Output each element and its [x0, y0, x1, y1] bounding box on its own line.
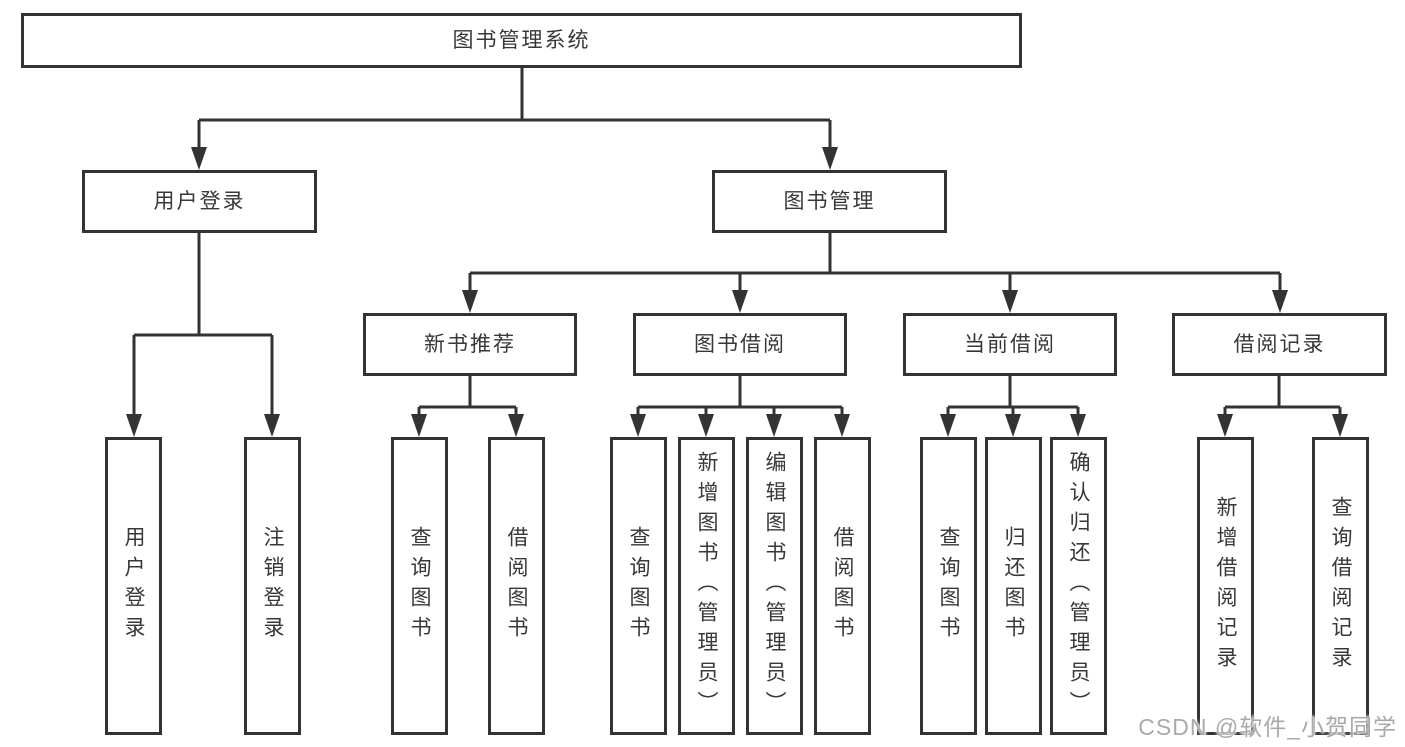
arrowheads	[126, 147, 1348, 437]
node-label: 编辑图书（管理员）	[763, 451, 786, 721]
arrowhead	[508, 414, 524, 437]
arrowhead	[940, 414, 956, 437]
node-label: 确认归还（管理员）	[1067, 451, 1090, 721]
node-label: 归还图书	[1002, 526, 1025, 646]
node-label: 查询图书	[937, 526, 960, 646]
node-library-management-system: 图书管理系统	[21, 13, 1022, 68]
arrowhead	[766, 414, 782, 437]
arrowhead	[630, 414, 646, 437]
node-label: 图书借阅	[694, 333, 786, 356]
node-user-login: 用户登录	[82, 170, 317, 233]
node-label: 注销登录	[261, 526, 284, 646]
node-label: 查询图书	[408, 526, 431, 646]
arrowhead	[1070, 414, 1086, 437]
connector-new-book-branch	[417, 376, 518, 420]
leaf-add-book-admin: 新增图书（管理员）	[678, 437, 735, 735]
node-borrow-records: 借阅记录	[1172, 313, 1387, 376]
arrowhead	[1005, 414, 1021, 437]
leaf-query-books-borrow: 查询图书	[610, 437, 667, 735]
node-label: 用户登录	[153, 190, 246, 213]
leaf-add-borrow-record: 新增借阅记录	[1197, 437, 1254, 735]
node-label: 借阅图书	[831, 526, 854, 646]
node-label: 借阅记录	[1233, 333, 1326, 356]
arrowhead	[462, 290, 478, 313]
arrowhead	[1217, 414, 1233, 437]
node-label: 图书管理	[783, 190, 876, 213]
leaf-confirm-return-admin: 确认归还（管理员）	[1050, 437, 1107, 735]
node-label: 查询借阅记录	[1329, 496, 1352, 676]
leaf-query-books-current: 查询图书	[920, 437, 977, 735]
node-label: 新书推荐	[424, 333, 516, 356]
leaf-borrow-books-recommend: 借阅图书	[488, 437, 545, 735]
node-label: 借阅图书	[505, 526, 528, 646]
arrowhead	[1332, 414, 1348, 437]
node-current-borrow: 当前借阅	[903, 313, 1117, 376]
arrowhead	[1272, 290, 1288, 313]
arrowhead	[698, 414, 714, 437]
node-book-borrow: 图书借阅	[633, 313, 847, 376]
node-label: 新增图书（管理员）	[695, 451, 718, 721]
arrowhead	[822, 147, 838, 170]
node-new-book-recommend: 新书推荐	[363, 313, 577, 376]
connector-paths	[132, 68, 1342, 420]
connector-current-borrow-branch	[946, 376, 1080, 420]
connector-book-mgmt-to-level3	[468, 233, 1282, 296]
leaf-query-books-recommend: 查询图书	[391, 437, 448, 735]
csdn-watermark: CSDN @软件_小贺同学	[1138, 714, 1397, 740]
node-label: 当前借阅	[964, 333, 1056, 356]
leaf-return-book: 归还图书	[985, 437, 1042, 735]
arrowhead	[834, 414, 850, 437]
arrowhead	[732, 290, 748, 313]
node-label: 查询图书	[627, 526, 650, 646]
leaf-borrow-books: 借阅图书	[814, 437, 871, 735]
connector-book-borrow-branch	[636, 376, 844, 420]
arrowhead	[191, 147, 207, 170]
node-label: 用户登录	[122, 526, 145, 646]
arrowhead	[411, 414, 427, 437]
leaf-edit-book-admin: 编辑图书（管理员）	[746, 437, 803, 735]
leaf-query-borrow-record: 查询借阅记录	[1312, 437, 1369, 735]
arrowhead	[264, 414, 280, 437]
connector-user-login-branch	[132, 233, 274, 420]
leaf-user-login: 用户登录	[105, 437, 162, 735]
connector-borrow-records-branch	[1223, 376, 1342, 420]
node-label: 图书管理系统	[452, 29, 591, 52]
node-book-management: 图书管理	[712, 170, 947, 233]
arrowhead	[126, 414, 142, 437]
arrowhead	[1002, 290, 1018, 313]
node-label: 新增借阅记录	[1214, 496, 1237, 676]
leaf-logout: 注销登录	[244, 437, 301, 735]
connector-root-to-level2	[197, 68, 832, 153]
